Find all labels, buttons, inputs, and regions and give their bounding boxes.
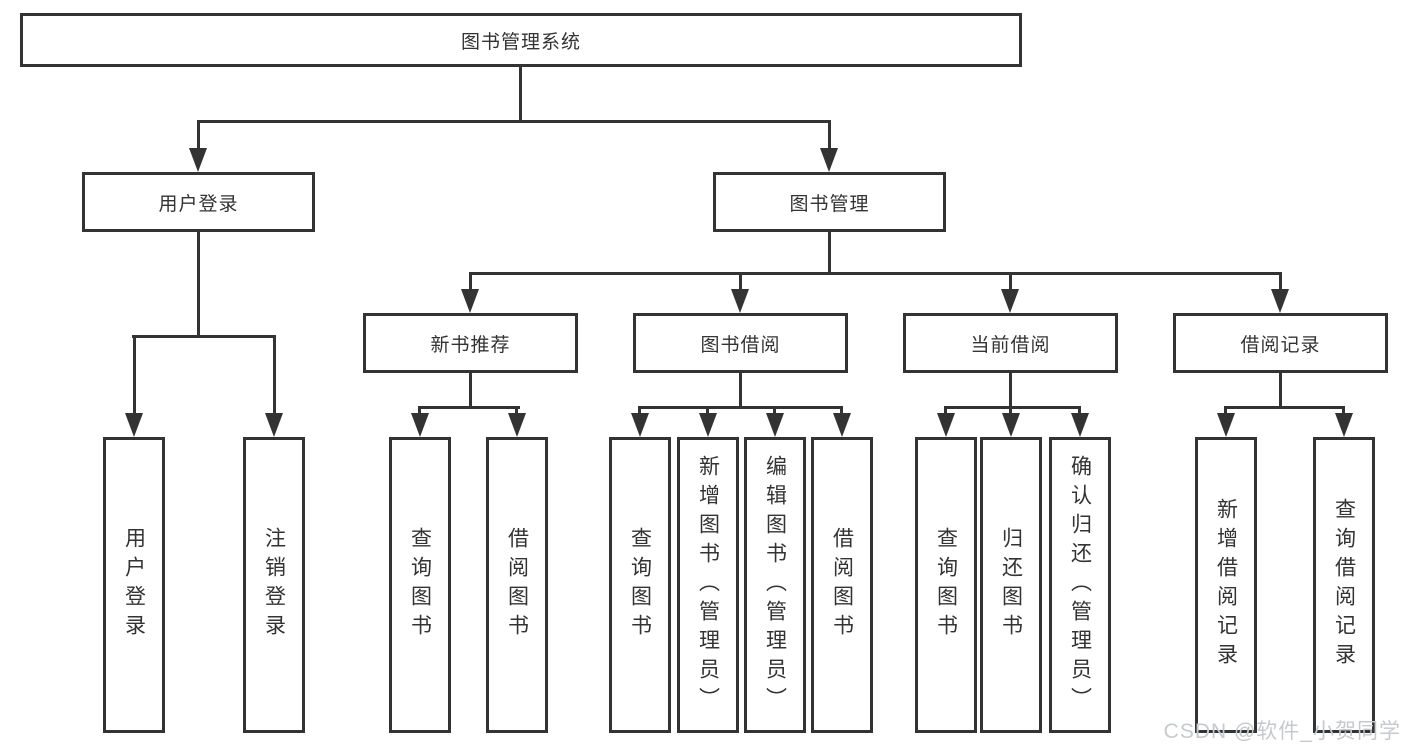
connector-line bbox=[418, 406, 520, 409]
leaf-query-books-borrowing: 查询图书 bbox=[609, 437, 671, 733]
node-label: 当前借阅 bbox=[970, 334, 1051, 356]
connector-line bbox=[469, 272, 1282, 275]
node-label: 新增借阅记录 bbox=[1214, 498, 1238, 672]
leaf-return-books: 归还图书 bbox=[980, 437, 1042, 733]
arrowhead-down-icon bbox=[461, 289, 479, 313]
watermark: CSDN @软件_小贺同学 bbox=[1163, 720, 1401, 743]
leaf-borrow-books: 借阅图书 bbox=[811, 437, 873, 733]
arrowhead-down-icon bbox=[699, 413, 717, 437]
arrowhead-down-icon bbox=[1335, 413, 1353, 437]
connector-line bbox=[739, 373, 742, 406]
node-label: 查询借阅记录 bbox=[1332, 498, 1356, 672]
arrowhead-down-icon bbox=[265, 413, 283, 437]
connector-line bbox=[197, 120, 200, 150]
arrowhead-down-icon bbox=[1001, 289, 1019, 313]
node-label: 注销登录 bbox=[262, 527, 286, 643]
arrowhead-down-icon bbox=[1002, 413, 1020, 437]
connector-line bbox=[638, 406, 843, 409]
node-label: 图书管理系统 bbox=[460, 31, 581, 53]
arrowhead-down-icon bbox=[189, 148, 207, 172]
node-label: 查询图书 bbox=[934, 527, 958, 643]
node-label: 借阅记录 bbox=[1240, 334, 1321, 356]
connector-line bbox=[944, 406, 947, 415]
arrowhead-down-icon bbox=[1217, 413, 1235, 437]
connector-line bbox=[944, 406, 1081, 409]
arrowhead-down-icon bbox=[1271, 289, 1289, 313]
node-new-book-recommendation: 新书推荐 bbox=[363, 313, 578, 373]
connector-line bbox=[515, 406, 518, 415]
arrowhead-down-icon bbox=[731, 289, 749, 313]
arrowhead-down-icon bbox=[411, 413, 429, 437]
connector-line bbox=[1342, 406, 1345, 415]
node-label: 新增图书（管理员） bbox=[696, 454, 720, 716]
node-current-borrowing: 当前借阅 bbox=[903, 313, 1118, 373]
node-book-management: 图书管理 bbox=[713, 172, 946, 232]
leaf-query-books-current: 查询图书 bbox=[915, 437, 977, 733]
connector-line bbox=[739, 272, 742, 291]
arrowhead-down-icon bbox=[508, 413, 526, 437]
node-book-borrowing: 图书借阅 bbox=[633, 313, 848, 373]
connector-line bbox=[828, 232, 831, 274]
connector-line bbox=[638, 406, 641, 415]
node-label: 借阅图书 bbox=[830, 527, 854, 643]
node-label: 确认归还（管理员） bbox=[1068, 454, 1092, 716]
connector-line bbox=[840, 406, 843, 415]
arrowhead-down-icon bbox=[833, 413, 851, 437]
connector-line bbox=[773, 406, 776, 415]
node-user-login: 用户登录 bbox=[82, 172, 315, 232]
leaf-query-borrow-record: 查询借阅记录 bbox=[1313, 437, 1375, 733]
connector-line bbox=[197, 232, 200, 336]
connector-line bbox=[828, 120, 831, 150]
node-label: 归还图书 bbox=[999, 527, 1023, 643]
connector-line bbox=[1224, 406, 1345, 409]
connector-line bbox=[469, 373, 472, 406]
node-label: 编辑图书（管理员） bbox=[763, 454, 787, 716]
connector-line bbox=[273, 335, 276, 415]
connector-line bbox=[1279, 272, 1282, 291]
node-label: 用户登录 bbox=[122, 527, 146, 643]
node-borrowing-records: 借阅记录 bbox=[1173, 313, 1388, 373]
arrowhead-down-icon bbox=[125, 413, 143, 437]
node-label: 图书管理 bbox=[789, 193, 870, 215]
node-label: 图书借阅 bbox=[700, 334, 781, 356]
connector-line bbox=[1078, 406, 1081, 415]
connector-line bbox=[418, 406, 421, 415]
leaf-add-books-admin: 新增图书（管理员） bbox=[677, 437, 739, 733]
leaf-query-books-recommend: 查询图书 bbox=[389, 437, 451, 733]
leaf-edit-books-admin: 编辑图书（管理员） bbox=[744, 437, 806, 733]
arrowhead-down-icon bbox=[1071, 413, 1089, 437]
node-book-management-system: 图书管理系统 bbox=[20, 13, 1022, 67]
connector-line bbox=[706, 406, 709, 415]
connector-line bbox=[1224, 406, 1227, 415]
arrowhead-down-icon bbox=[820, 148, 838, 172]
arrowhead-down-icon bbox=[766, 413, 784, 437]
connector-line bbox=[133, 335, 136, 415]
connector-line bbox=[1279, 373, 1282, 406]
leaf-user-login: 用户登录 bbox=[103, 437, 165, 733]
leaf-add-borrow-record: 新增借阅记录 bbox=[1195, 437, 1257, 733]
node-label: 查询图书 bbox=[408, 527, 432, 643]
leaf-logout: 注销登录 bbox=[243, 437, 305, 733]
leaf-confirm-return-admin: 确认归还（管理员） bbox=[1049, 437, 1111, 733]
node-label: 查询图书 bbox=[628, 527, 652, 643]
connector-line bbox=[519, 67, 522, 122]
leaf-borrow-books-recommend: 借阅图书 bbox=[486, 437, 548, 733]
arrowhead-down-icon bbox=[631, 413, 649, 437]
node-label: 用户登录 bbox=[158, 193, 239, 215]
connector-line bbox=[132, 335, 276, 338]
connector-line bbox=[1009, 406, 1012, 415]
connector-line bbox=[197, 120, 831, 123]
arrowhead-down-icon bbox=[937, 413, 955, 437]
connector-line bbox=[469, 272, 472, 291]
connector-line bbox=[1009, 373, 1012, 406]
node-label: 新书推荐 bbox=[430, 334, 511, 356]
node-label: 借阅图书 bbox=[505, 527, 529, 643]
connector-line bbox=[1009, 272, 1012, 291]
